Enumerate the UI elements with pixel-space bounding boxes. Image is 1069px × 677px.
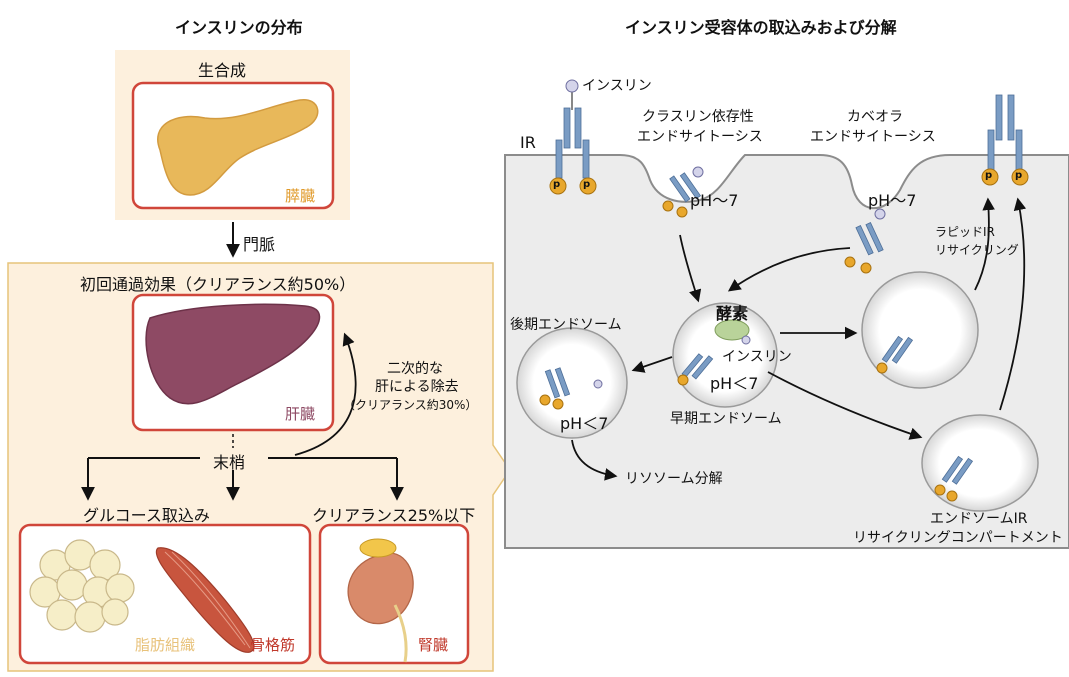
phospho-label: p bbox=[1015, 170, 1022, 181]
periphery-label: 末梢 bbox=[213, 449, 245, 473]
early-endosome-label: 早期エンドソーム bbox=[670, 408, 782, 428]
left-panel-title: インスリンの分布 bbox=[175, 14, 303, 38]
adrenal-gland bbox=[360, 539, 396, 557]
ph-neutral-2: pH〜7 bbox=[868, 187, 916, 211]
insulin-inner-label: インスリン bbox=[722, 346, 792, 366]
pancreas-label: 膵臓 bbox=[285, 185, 315, 206]
ir-label: IR bbox=[520, 133, 536, 152]
secondary-removal-line3: （クリアランス約30%） bbox=[343, 396, 477, 413]
caveola-line2: エンドサイトーシス bbox=[810, 126, 936, 146]
recycling-line1: エンドソームIR bbox=[930, 508, 1027, 528]
right-panel-title: インスリン受容体の取込みおよび分解 bbox=[625, 14, 897, 38]
biosynthesis-label: 生合成 bbox=[198, 57, 246, 81]
caveola-line1: カベオラ bbox=[847, 106, 903, 126]
phospho-label: p bbox=[583, 179, 590, 190]
lysosome-label: リソソーム分解 bbox=[625, 468, 723, 488]
phospho-label: p bbox=[553, 179, 560, 190]
clathrin-line2: エンドサイトーシス bbox=[637, 126, 763, 146]
glucose-uptake-label: グルコース取込み bbox=[83, 502, 210, 526]
insulin-label: インスリン bbox=[582, 75, 652, 95]
muscle-label: 骨格筋 bbox=[250, 634, 295, 655]
first-pass-label: 初回通過効果（クリアランス約50%） bbox=[80, 271, 355, 295]
secondary-removal-line1: 二次的な bbox=[387, 358, 443, 378]
kidney-clearance-label: クリアランス25%以下 bbox=[312, 502, 475, 526]
rapid-ir-line2: リサイクリング bbox=[935, 241, 1019, 258]
rapid-ir-line1: ラピッドIR bbox=[935, 223, 995, 240]
adipose-label: 脂肪組織 bbox=[135, 634, 195, 655]
ph-acid-1: pH＜7 bbox=[710, 370, 758, 394]
portal-vein-label: 門脈 bbox=[243, 231, 275, 255]
phospho-label: p bbox=[985, 170, 992, 181]
recycling-line2: リサイクリングコンパートメント bbox=[853, 527, 1063, 547]
secondary-removal-line2: 肝による除去 bbox=[375, 376, 459, 396]
ph-acid-2: pH＜7 bbox=[560, 410, 608, 434]
enzyme-label: 酵素 bbox=[716, 300, 748, 324]
late-endosome-label: 後期エンドソーム bbox=[510, 314, 622, 334]
kidney-label: 腎臓 bbox=[418, 634, 448, 655]
insulin-dot bbox=[742, 336, 750, 344]
liver-label: 肝臓 bbox=[285, 403, 315, 424]
ph-neutral-1: pH〜7 bbox=[690, 187, 738, 211]
recycling-compartment bbox=[922, 415, 1038, 511]
clathrin-line1: クラスリン依存性 bbox=[642, 106, 754, 126]
